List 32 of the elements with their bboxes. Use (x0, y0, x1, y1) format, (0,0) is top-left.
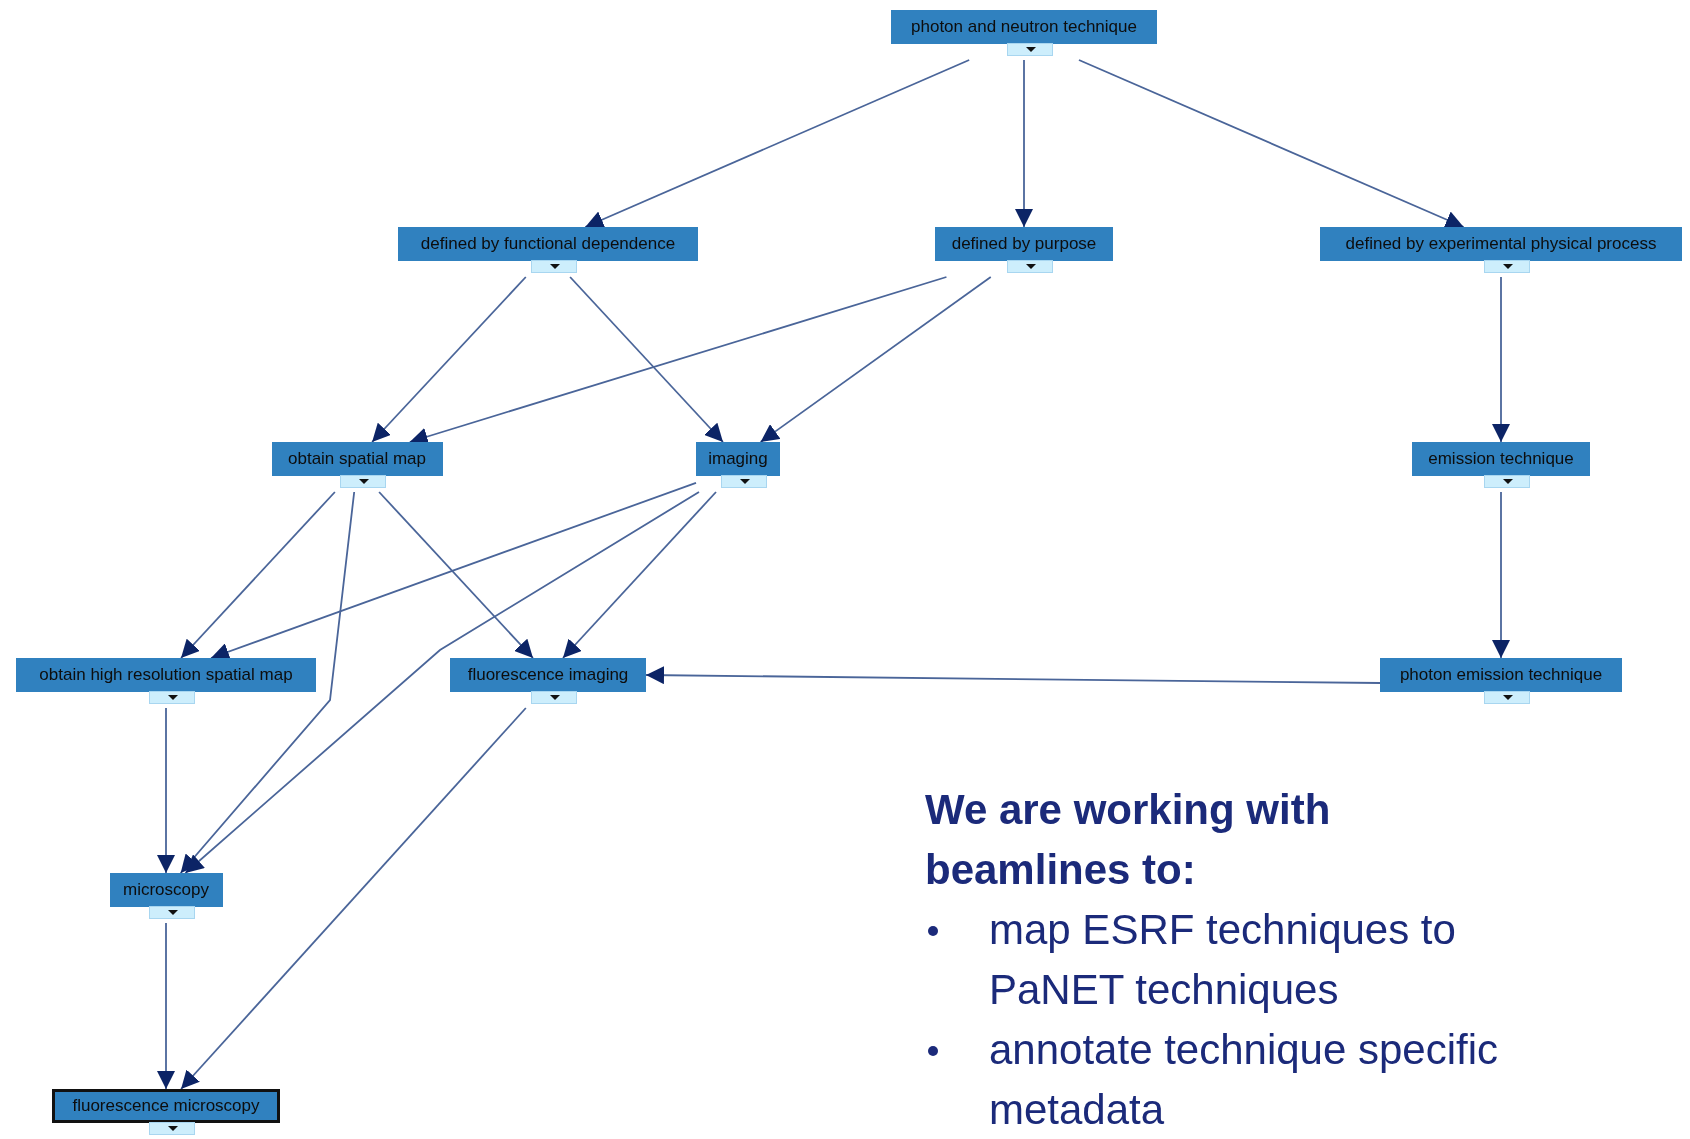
arrow (157, 922, 175, 1090)
arrow (584, 59, 971, 229)
node-box: defined by functional dependence (398, 227, 698, 261)
arrow (1015, 59, 1033, 228)
node-box: defined by purpose (935, 227, 1113, 261)
node-box: photon emission technique (1380, 658, 1622, 692)
arrow (1078, 59, 1465, 229)
arrow (184, 491, 700, 874)
note-heading: We are working with beamlines to: (925, 785, 1332, 895)
node-box: emission technique (1412, 442, 1590, 476)
arrow (1492, 491, 1510, 659)
node-box: obtain high resolution spatial map (16, 658, 316, 692)
node-box: fluorescence microscopy (52, 1089, 280, 1123)
arrow (645, 666, 1381, 685)
arrow (1492, 276, 1510, 443)
arrow (157, 707, 175, 874)
node-box: microscopy (109, 873, 223, 907)
arrow (179, 491, 356, 874)
arrow (569, 276, 724, 443)
arrow (180, 491, 336, 659)
bullet-text: annotate technique specific metadata (989, 1025, 1500, 1135)
node-box: fluorescence imaging (450, 658, 646, 692)
node-box: defined by experimental physical process (1320, 227, 1682, 261)
arrow (562, 491, 717, 659)
arrow (180, 707, 527, 1090)
node-box: photon and neutron technique (891, 10, 1157, 44)
node-box: obtain spatial map (271, 442, 443, 476)
arrow (759, 276, 992, 443)
arrow (371, 276, 527, 443)
arrow (378, 491, 534, 659)
arrow (210, 481, 697, 661)
node-box: imaging (696, 442, 780, 476)
